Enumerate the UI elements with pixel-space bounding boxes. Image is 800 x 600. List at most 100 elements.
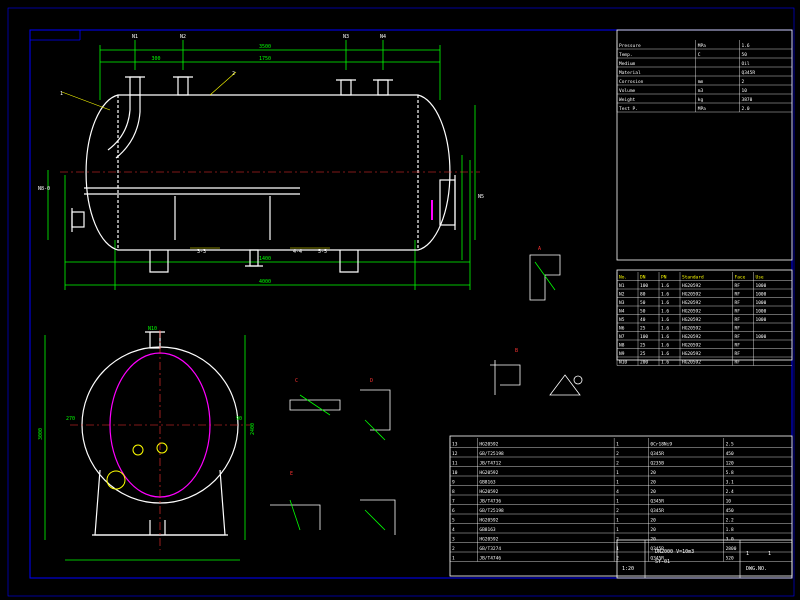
part-cell: 2 <box>616 461 619 467</box>
part-cell: 2.2 <box>726 518 734 524</box>
part-cell: 1 <box>616 546 619 552</box>
nozzle-cell: N7 <box>619 334 625 340</box>
nozzle-cell: 25 <box>640 351 646 357</box>
details <box>270 254 583 535</box>
part-cell: HG20592 <box>479 442 498 448</box>
section-mark-3: 3-3 <box>197 249 206 255</box>
design-data-cell: 2 <box>742 79 745 85</box>
design-data-cell: m3 <box>698 88 704 94</box>
part-cell: GB/T25198 <box>479 508 504 514</box>
saddle-right <box>339 250 359 273</box>
part-cell: GB/T25198 <box>479 451 504 457</box>
nozzle-cell: RF <box>735 334 741 340</box>
part-cell: 1 <box>616 518 619 524</box>
part-cell: JB/T4736 <box>479 499 501 505</box>
saddle-left <box>149 250 169 273</box>
part-cell: 450 <box>726 508 734 514</box>
part-cell: 2 <box>616 556 619 562</box>
part-cell: HG20592 <box>479 537 498 543</box>
design-data-cell: Pressure <box>619 43 641 49</box>
part-cell: 4 <box>616 489 619 495</box>
part-cell: Q345R <box>650 546 664 552</box>
nozzle-cell: 1000 <box>756 334 767 340</box>
title-name: DWG.NO. <box>746 566 767 572</box>
nozzle-cell: 1000 <box>756 300 767 306</box>
design-data-cell: Volume <box>619 88 636 94</box>
part-cell: 2.5 <box>726 442 734 448</box>
part-cell: 6 <box>452 508 455 514</box>
nozzle-cell: 100 <box>640 283 648 289</box>
detail-title-b: B <box>515 348 518 354</box>
part-cell: Q235B <box>650 461 664 467</box>
side-angle-label: 270 <box>66 416 75 422</box>
left-label: N8-0 <box>38 186 50 192</box>
design-data-cell: 2.0 <box>742 106 750 112</box>
detail-title-d: D <box>370 378 373 384</box>
part-cell: 20 <box>650 489 656 495</box>
part-cell: 120 <box>726 461 734 467</box>
dim-spacing-2: 300 <box>151 56 160 62</box>
nozzle-cell: 1.6 <box>661 292 669 298</box>
nozzle-cell: RF <box>735 360 741 366</box>
nozzle-cell: 1.6 <box>661 326 669 332</box>
title-sheet: 1 <box>746 551 749 557</box>
part-cell: HG20592 <box>479 518 498 524</box>
part-cell: 3.1 <box>726 480 734 486</box>
design-data-cell: Weight <box>619 97 636 103</box>
part-cell: Q345R <box>650 451 664 457</box>
nozzle-cell: N2 <box>619 292 625 298</box>
part-cell: GB8163 <box>479 480 496 486</box>
nozzle-cell: 50 <box>640 300 646 306</box>
part-cell: 2 <box>616 508 619 514</box>
part-cell: 520 <box>726 556 734 562</box>
part-cell: 7 <box>452 499 455 505</box>
nozzle-cell: 1000 <box>756 317 767 323</box>
title-project: DN2000 V=10m3 <box>655 549 694 555</box>
design-data-cell: MPa <box>698 43 706 49</box>
part-cell: Q345R <box>650 508 664 514</box>
design-data-cell: kg <box>698 97 704 103</box>
part-cell: 20 <box>650 518 656 524</box>
part-cell: 20 <box>650 527 656 533</box>
nozzle-cell: RF <box>735 292 741 298</box>
section-mark-5: 5-5 <box>318 249 327 255</box>
part-cell: 0Cr18Ni9 <box>650 442 672 448</box>
nozzle-cell: 1.6 <box>661 317 669 323</box>
part-cell: Q345R <box>650 499 664 505</box>
nozzle-cell: RF <box>735 326 741 332</box>
nozzle-cell: 1000 <box>756 292 767 298</box>
nozzle-cell: HG20592 <box>682 300 701 306</box>
nozzle-cell: HG20592 <box>682 343 701 349</box>
design-data-cell: 10 <box>742 88 748 94</box>
part-cell: 1 <box>616 499 619 505</box>
part-cell: 20 <box>650 480 656 486</box>
part-cell: 1 <box>616 442 619 448</box>
nozzle-cell: RF <box>735 300 741 306</box>
nozzle-cell: Use <box>756 275 764 281</box>
nozzle-cell: N8 <box>619 343 625 349</box>
part-cell: 10 <box>726 499 732 505</box>
design-data-cell: 3870 <box>742 97 753 103</box>
title-scale: 1:20 <box>622 566 634 572</box>
part-cell: 5.8 <box>726 470 734 476</box>
nozzle-cell: N10 <box>619 360 627 366</box>
nozzle-cell: 200 <box>640 360 648 366</box>
nozzle-cell: No. <box>619 275 627 281</box>
part-cell: 3 <box>452 537 455 543</box>
part-cell: 2 <box>616 537 619 543</box>
nozzle-cell: HG20592 <box>682 360 701 366</box>
design-data-cell: Material <box>619 70 641 76</box>
side-left-dim: 3000 <box>38 428 44 440</box>
nozzle-cell: HG20592 <box>682 334 701 340</box>
part-cell: Q345R <box>650 556 664 562</box>
part-cell: 13 <box>452 442 458 448</box>
part-cell: 2800 <box>726 546 737 552</box>
part-cell: 450 <box>726 451 734 457</box>
part-cell: HG20592 <box>479 470 498 476</box>
nozzle-cell: 1.6 <box>661 360 669 366</box>
nozzle-cell: 1.6 <box>661 300 669 306</box>
nozzle-cell: 100 <box>640 334 648 340</box>
nozzle-cell: HG20592 <box>682 317 701 323</box>
